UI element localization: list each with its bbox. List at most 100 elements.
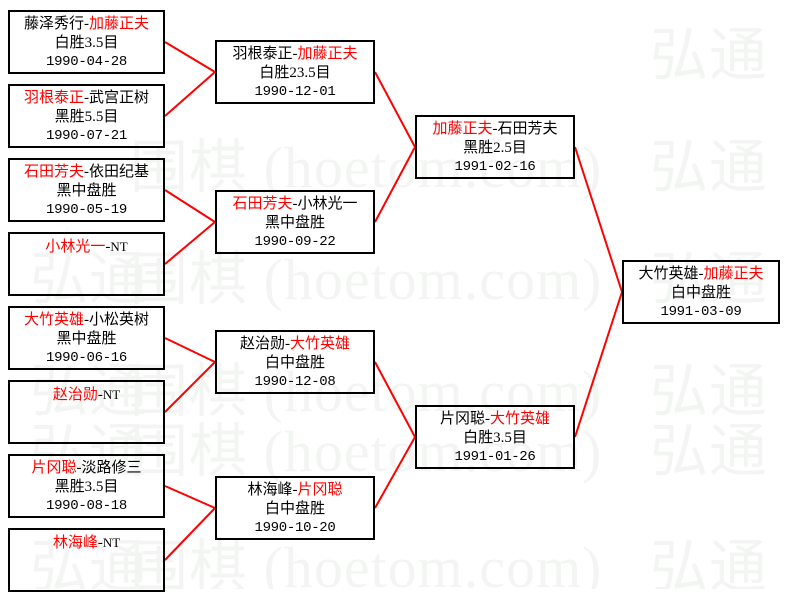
match-date: 1990-12-08 xyxy=(254,374,336,390)
player-left: 加藤正夫 xyxy=(432,121,493,137)
match-players: 石田芳夫-依田纪基 xyxy=(10,163,163,182)
player-right: NT xyxy=(102,535,121,550)
match-players: 羽根泰正-武宫正树 xyxy=(10,89,163,108)
player-left: 藤泽秀行 xyxy=(23,16,84,32)
connector-line xyxy=(164,361,216,413)
player-left: 林海峰 xyxy=(52,535,98,551)
player-left: 林海峰 xyxy=(247,482,293,498)
connector-line xyxy=(164,337,216,363)
match-players: 羽根泰正-加藤正夫 xyxy=(217,45,373,64)
match-date: 1991-03-09 xyxy=(660,304,742,320)
match-result: 黑中盘胜 xyxy=(56,183,117,199)
player-left: 小林光一 xyxy=(45,239,106,255)
match-players: 大竹英雄-加藤正夫 xyxy=(624,265,778,284)
player-right: NT xyxy=(110,239,128,254)
player-separator: - xyxy=(105,239,111,255)
player-right: 大竹英雄 xyxy=(490,411,551,427)
match-result: 白中盘胜 xyxy=(670,285,731,301)
match-result: 白胜3.5目 xyxy=(54,35,119,51)
player-right: NT xyxy=(102,387,121,402)
player-separator: - xyxy=(292,196,298,212)
match-date: 1990-06-16 xyxy=(45,350,127,366)
player-separator: - xyxy=(292,46,298,62)
watermark-text: 弘通 xyxy=(650,535,769,589)
player-left: 石田芳夫 xyxy=(23,164,84,180)
player-right: 小松英树 xyxy=(89,312,150,328)
watermark-text: 围棋 (hoe xyxy=(130,570,371,589)
player-separator: - xyxy=(97,387,103,403)
match-date: 1990-09-22 xyxy=(254,234,336,250)
match-box[interactable]: 小林光一-NT xyxy=(8,232,165,296)
connector-line xyxy=(374,361,416,438)
connector-line xyxy=(164,221,216,265)
connector-line xyxy=(164,41,216,73)
match-players: 石田芳夫-小林光一 xyxy=(217,195,373,214)
match-result: 白胜23.5目 xyxy=(259,65,331,81)
player-separator: - xyxy=(76,460,82,476)
match-date: 1990-10-20 xyxy=(254,520,336,536)
match-date: 1991-02-16 xyxy=(454,159,536,175)
connector-line xyxy=(164,485,216,509)
connector-line xyxy=(164,507,216,561)
player-left: 大竹英雄 xyxy=(23,312,84,328)
connector-line xyxy=(374,71,416,148)
match-box[interactable]: 赵治勋-NT xyxy=(8,380,165,444)
match-result: 黑胜2.5目 xyxy=(463,140,527,156)
player-separator: - xyxy=(84,16,89,32)
player-right: 淡路修三 xyxy=(81,460,142,476)
player-left: 赵治勋 xyxy=(52,387,98,403)
player-right: 片冈聪 xyxy=(297,482,343,498)
player-right: 加藤正夫 xyxy=(297,46,358,62)
player-separator: - xyxy=(84,164,89,180)
match-box[interactable]: 林海峰-NT xyxy=(8,528,165,592)
watermark-text: 弘通 xyxy=(650,419,769,484)
watermark-text: 弘通 xyxy=(650,135,769,200)
match-players: 赵治勋-NT xyxy=(10,385,163,405)
match-date: 1991-01-26 xyxy=(454,449,536,465)
player-left: 石田芳夫 xyxy=(232,196,293,212)
match-date: 1990-08-18 xyxy=(45,498,127,514)
watermark-text: 弘通 xyxy=(650,23,769,88)
connector-line xyxy=(374,436,416,509)
player-separator: - xyxy=(292,482,298,498)
player-separator: - xyxy=(485,411,490,427)
player-left: 片冈聪 xyxy=(31,460,77,476)
match-players: 赵治勋-大竹英雄 xyxy=(217,335,373,354)
connector-line xyxy=(164,71,216,117)
player-left: 羽根泰正 xyxy=(23,90,84,106)
match-players: 大竹英雄-小松英树 xyxy=(10,311,163,330)
player-separator: - xyxy=(84,312,89,328)
match-result: 黑胜5.5目 xyxy=(54,109,119,125)
match-players: 藤泽秀行-加藤正夫 xyxy=(10,15,163,34)
match-result: 白中盘胜 xyxy=(264,501,325,517)
player-separator: - xyxy=(492,121,498,137)
player-right: 依田纪基 xyxy=(89,164,150,180)
player-separator: - xyxy=(97,535,103,551)
connector-line xyxy=(574,291,623,438)
match-box[interactable]: 大竹英雄-加藤正夫白中盘胜 1991-03-09 xyxy=(622,260,780,324)
connector-line xyxy=(574,146,623,293)
player-right: 加藤正夫 xyxy=(89,16,150,32)
connector-line xyxy=(374,146,416,223)
match-players: 加藤正夫-石田芳夫 xyxy=(417,120,573,139)
player-right: 武宫正树 xyxy=(89,90,150,106)
connector-line xyxy=(164,189,216,223)
match-result: 黑中盘胜 xyxy=(56,331,117,347)
player-separator: - xyxy=(285,336,290,352)
player-right: 小林光一 xyxy=(297,196,358,212)
player-separator: - xyxy=(84,90,89,106)
match-players: 林海峰-片冈聪 xyxy=(217,481,373,500)
player-right: 石田芳夫 xyxy=(497,121,558,137)
